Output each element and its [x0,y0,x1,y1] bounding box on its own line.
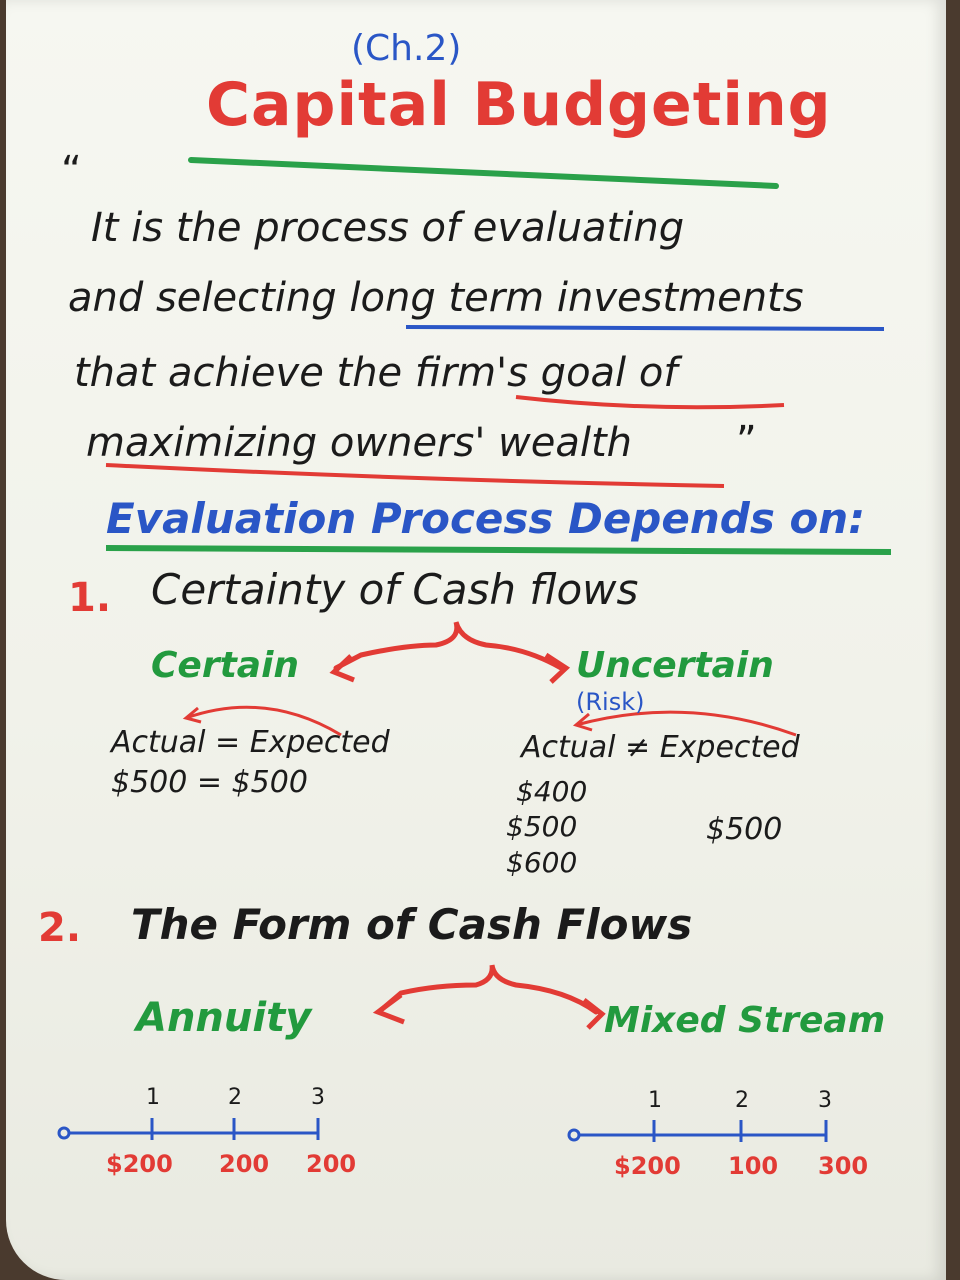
point-1-title: Certainty of Cash flows [151,565,639,614]
paper-sheet: (Ch.2) Capital Budgeting “ It is the pro… [6,0,946,1280]
handwritten-strokes [57,157,892,1142]
mixed-stream-arrowhead [582,998,606,1030]
certain-label: Certain [151,645,300,686]
point-2-title: The Form of Cash Flows [131,900,693,949]
mixed-stream-timeline [567,1120,828,1142]
evaluation-heading: Evaluation Process Depends on: [106,494,865,543]
long-term-investments-underline [405,325,885,331]
annuity-period-2: 2 [228,1085,242,1110]
cash-flow-brace-1 [333,621,564,671]
annuity-label: Annuity [136,995,312,1041]
certain-values: $500 = $500 [111,765,308,800]
page-title: Capital Budgeting [206,70,832,140]
annuity-cash-2: 200 [219,1150,270,1178]
definition-line-2: and selecting long term investments [68,275,804,321]
uncertain-actual-2: $500 [506,810,578,843]
annuity-period-3: 3 [311,1085,325,1110]
uncertain-actual-3: $600 [506,846,578,879]
title-underline [188,157,779,189]
uncertain-arrowhead [544,652,571,684]
uncertain-equation: Actual ≠ Expected [521,730,800,765]
cash-flow-brace-2 [378,964,599,1015]
maximizing-wealth-underline [105,463,725,488]
annuity-arrowhead [372,992,405,1025]
definition-line-3: that achieve the firm's goal of [74,350,678,396]
mixed-cash-3: 300 [818,1152,869,1180]
annuity-cash-1: $200 [106,1150,173,1178]
definition-line-1: It is the process of evaluating [91,205,685,251]
close-quote: ” [736,418,757,464]
certain-equation: Actual = Expected [111,725,390,760]
evaluation-heading-underline [105,545,892,555]
mixed-period-3: 3 [818,1088,832,1113]
mixed-cash-1: $200 [614,1152,681,1180]
mixed-stream-label: Mixed Stream [604,1000,886,1041]
chapter-label: (Ch.2) [351,28,462,69]
uncertain-curve-arrow [575,710,797,737]
uncertain-label: Uncertain [576,645,774,686]
uncertain-expected-value: $500 [706,812,783,847]
point-2-number: 2. [38,905,82,951]
point-1-number: 1. [68,575,112,621]
annuity-period-1: 1 [146,1085,160,1110]
annuity-timeline [57,1118,320,1140]
open-quote: “ [61,148,82,194]
mixed-period-2: 2 [735,1088,749,1113]
mixed-cash-2: 100 [728,1152,779,1180]
mixed-period-1: 1 [648,1088,662,1113]
risk-note: (Risk) [576,688,645,716]
certain-arrowhead [329,654,355,683]
annuity-cash-3: 200 [306,1150,357,1178]
certain-curve-arrow [185,705,342,737]
definition-line-4: maximizing owners' wealth [86,420,633,466]
uncertain-actual-1: $400 [516,775,588,808]
firms-goal-underline [515,395,785,410]
